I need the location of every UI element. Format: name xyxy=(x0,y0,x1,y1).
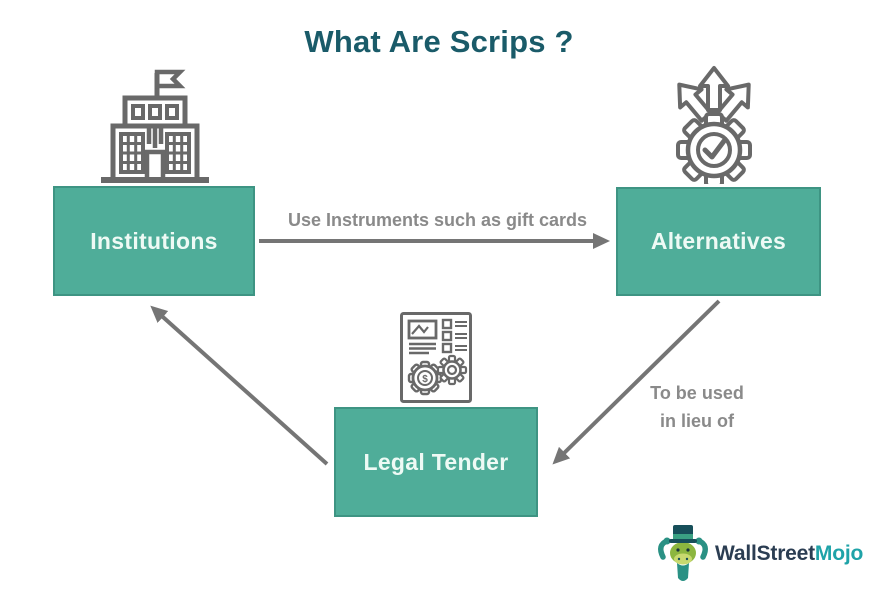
scrip-document-icon: $ xyxy=(400,312,472,403)
building-icon xyxy=(101,69,209,183)
node-alternatives-label: Alternatives xyxy=(650,228,787,254)
edge-label-in-lieu-of: To be used in lieu of xyxy=(650,383,744,431)
node-legal-tender-label: Legal Tender xyxy=(363,448,509,475)
page-title: What Are Scrips ? xyxy=(304,24,574,59)
gear-check-arrows-icon xyxy=(676,66,752,184)
bull-mascot-icon xyxy=(658,525,708,581)
logo-wordmark: WallStreetMojo xyxy=(715,542,863,566)
node-alternatives: Alternatives xyxy=(616,187,821,296)
svg-text:$: $ xyxy=(422,374,428,385)
logo-text-mojo: Mojo xyxy=(814,542,864,565)
node-institutions: Institutions xyxy=(53,186,255,296)
arrow-legal-tender-to-institutions xyxy=(150,305,329,466)
node-legal-tender: Legal Tender xyxy=(334,407,538,517)
logo-text-wallstreet: WallStreet xyxy=(715,542,815,565)
wallstreetmojo-logo: WallStreetMojo xyxy=(655,523,863,585)
arrow-alternatives-to-legal-tender xyxy=(552,299,721,465)
node-institutions-label: Institutions xyxy=(90,227,218,254)
edge-label-gift-cards: Use Instruments such as gift cards xyxy=(287,210,588,230)
